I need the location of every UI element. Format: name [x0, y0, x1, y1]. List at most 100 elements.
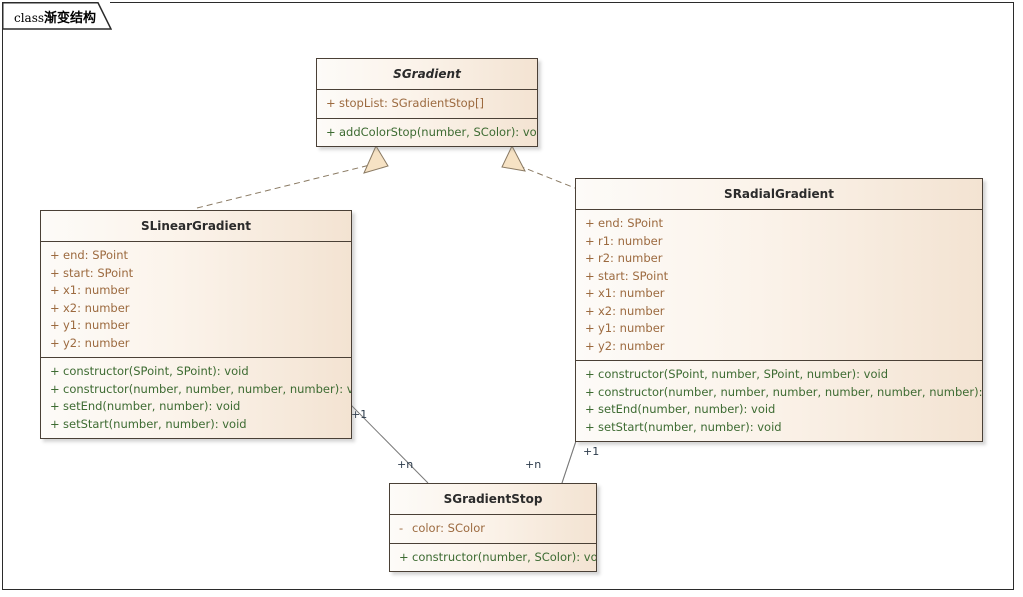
member-signature: color: SColor	[412, 521, 485, 535]
member-visibility: +	[326, 96, 336, 110]
class-member: +x1: number	[41, 282, 351, 300]
member-visibility: +	[50, 318, 60, 332]
multiplicity-radial-target: +n	[525, 458, 542, 471]
class-member: +stopList: SGradientStop[]	[317, 95, 537, 113]
frame-tab-shape-icon	[2, 2, 112, 30]
member-visibility: +	[50, 364, 60, 378]
class-name-sgradient: SGradient	[317, 59, 537, 90]
member-signature: x2: number	[598, 303, 665, 318]
member-visibility: +	[50, 265, 60, 280]
class-name-slineargradient: SLinearGradient	[41, 211, 351, 242]
member-signature: x1: number	[63, 283, 130, 297]
class-member: +r1: number	[576, 233, 982, 251]
member-signature: start: SPoint	[63, 265, 134, 280]
member-visibility: +	[585, 303, 595, 318]
member-signature: constructor(number, SColor): void	[412, 549, 596, 564]
class-member: +constructor(SPoint, SPoint): void	[41, 363, 351, 381]
member-signature: x1: number	[598, 286, 665, 300]
member-signature: stopList: SGradientStop[]	[339, 96, 484, 110]
member-visibility: +	[585, 419, 595, 434]
member-signature: end: SPoint	[63, 248, 129, 262]
member-signature: y1: number	[598, 321, 665, 335]
member-signature: addColorStop(number, SColor): void	[339, 124, 537, 139]
diagram-frame	[2, 2, 1014, 590]
member-visibility: +	[50, 399, 60, 413]
member-visibility: +	[50, 381, 60, 396]
class-name-sradialgradient: SRadialGradient	[576, 179, 982, 210]
member-signature: constructor(SPoint, number, SPoint, numb…	[598, 367, 889, 381]
member-visibility: +	[50, 248, 60, 262]
class-member: +end: SPoint	[41, 247, 351, 265]
class-node-sgradientstop[interactable]: SGradientStop -color: SColor +constructo…	[389, 483, 597, 572]
class-node-sgradient[interactable]: SGradient +stopList: SGradientStop[] +ad…	[316, 58, 538, 147]
member-visibility: +	[585, 233, 595, 248]
class-member: +y2: number	[41, 335, 351, 353]
member-visibility: +	[585, 251, 595, 265]
member-visibility: +	[585, 338, 595, 353]
class-member: +x2: number	[576, 303, 982, 321]
member-signature: setEnd(number, number): void	[598, 402, 776, 416]
member-visibility: +	[50, 300, 60, 315]
diagram-title: class渐变结构	[14, 7, 96, 26]
class-member: -color: SColor	[390, 520, 596, 538]
member-visibility: +	[399, 549, 409, 564]
member-signature: x2: number	[63, 300, 130, 315]
class-member: +start: SPoint	[41, 265, 351, 283]
member-visibility: +	[585, 367, 595, 381]
member-visibility: +	[326, 124, 336, 139]
member-signature: end: SPoint	[598, 216, 664, 230]
class-member: +setEnd(number, number): void	[41, 398, 351, 416]
class-member: +x1: number	[576, 285, 982, 303]
member-visibility: +	[50, 283, 60, 297]
member-visibility: +	[585, 268, 595, 283]
member-signature: constructor(number, number, number, numb…	[598, 384, 982, 399]
member-signature: constructor(SPoint, SPoint): void	[63, 364, 249, 378]
member-visibility: +	[585, 384, 595, 399]
attributes-compartment-sgradient: +stopList: SGradientStop[]	[317, 90, 537, 119]
member-signature: y2: number	[63, 335, 130, 350]
class-member: +setStart(number, number): void	[576, 419, 982, 437]
member-visibility: +	[585, 286, 595, 300]
member-visibility: +	[50, 416, 60, 431]
member-visibility: +	[585, 216, 595, 230]
member-signature: r1: number	[598, 233, 663, 248]
diagram-frame-tab: class渐变结构	[2, 2, 112, 30]
attributes-compartment-sradialgradient: +end: SPoint+r1: number+r2: number+start…	[576, 210, 982, 361]
class-node-slineargradient[interactable]: SLinearGradient +end: SPoint+start: SPoi…	[40, 210, 352, 439]
member-signature: setEnd(number, number): void	[63, 399, 241, 413]
member-signature: setStart(number, number): void	[598, 419, 782, 434]
diagram-title-text: 渐变结构	[44, 11, 97, 26]
member-visibility: -	[399, 521, 404, 535]
class-member: +setStart(number, number): void	[41, 416, 351, 434]
member-visibility: +	[585, 402, 595, 416]
class-member: +constructor(number, SColor): void	[390, 549, 596, 567]
operations-compartment-sradialgradient: +constructor(SPoint, number, SPoint, num…	[576, 361, 982, 441]
class-member: +x2: number	[41, 300, 351, 318]
attributes-compartment-sgradientstop: -color: SColor	[390, 515, 596, 544]
multiplicity-radial-source: +1	[583, 445, 600, 458]
member-signature: setStart(number, number): void	[63, 416, 247, 431]
class-member: +constructor(SPoint, number, SPoint, num…	[576, 366, 982, 384]
class-name-sgradientstop: SGradientStop	[390, 484, 596, 515]
operations-compartment-slineargradient: +constructor(SPoint, SPoint): void+const…	[41, 358, 351, 438]
operations-compartment-sgradient: +addColorStop(number, SColor): void	[317, 119, 537, 147]
class-member: +r2: number	[576, 250, 982, 268]
multiplicity-linear-source: +1	[351, 408, 368, 421]
member-visibility: +	[50, 335, 60, 350]
member-signature: y2: number	[598, 338, 665, 353]
class-member: +setEnd(number, number): void	[576, 401, 982, 419]
class-member: +addColorStop(number, SColor): void	[317, 124, 537, 142]
class-member: +end: SPoint	[576, 215, 982, 233]
member-signature: start: SPoint	[598, 268, 669, 283]
multiplicity-linear-target: +n	[397, 458, 414, 471]
class-node-sradialgradient[interactable]: SRadialGradient +end: SPoint+r1: number+…	[575, 178, 983, 442]
class-member: +y1: number	[576, 320, 982, 338]
member-visibility: +	[585, 321, 595, 335]
member-signature: constructor(number, number, number, numb…	[63, 381, 351, 396]
operations-compartment-sgradientstop: +constructor(number, SColor): void	[390, 544, 596, 572]
class-member: +y1: number	[41, 317, 351, 335]
class-member: +start: SPoint	[576, 268, 982, 286]
attributes-compartment-slineargradient: +end: SPoint+start: SPoint+x1: number+x2…	[41, 242, 351, 358]
class-member: +constructor(number, number, number, num…	[576, 384, 982, 402]
